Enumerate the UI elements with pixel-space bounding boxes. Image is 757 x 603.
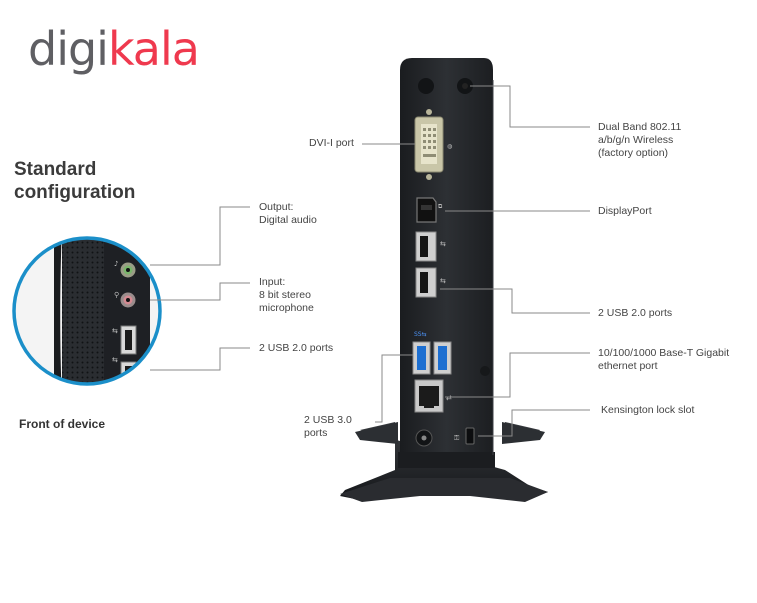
audio-out-jack — [120, 262, 136, 278]
mic-in-jack — [120, 292, 136, 308]
ethernet-label-line-1: 10/100/1000 Base-T Gigabit — [598, 347, 730, 359]
label-kensington: Kensington lock slot — [601, 404, 694, 417]
svg-text:◍: ◍ — [447, 143, 452, 150]
usb3-label-line-2: ports — [304, 427, 328, 439]
front-usb-port-1 — [120, 325, 137, 355]
svg-text:⇆: ⇆ — [440, 277, 446, 285]
side-screw — [480, 366, 490, 376]
svg-text:⧉: ⧉ — [438, 203, 443, 210]
svg-text:♪: ♪ — [114, 260, 118, 268]
label-displayport: DisplayPort — [598, 205, 652, 218]
wireless-antenna-connectors — [418, 78, 473, 94]
label-rear-usb2: 2 USB 2.0 ports — [598, 307, 672, 320]
input-label-line-2: 8 bit stereo — [259, 289, 311, 301]
output-label-line-1: Output: — [259, 201, 294, 213]
front-usb2-label-text: 2 USB 2.0 ports — [259, 342, 334, 354]
input-label-line-1: Input: — [259, 276, 286, 288]
ethernet-port: ⇄ — [414, 379, 452, 413]
kensington-lock-slot: ⚿ — [454, 427, 475, 445]
label-dvi-port: DVI-I port — [309, 137, 354, 150]
front-of-device-caption: Front of device — [19, 417, 106, 431]
dvi-label-text: DVI-I port — [309, 137, 354, 149]
kensington-label-text: Kensington lock slot — [601, 404, 695, 416]
logo-part-kala: kala — [107, 22, 200, 76]
rear-leader-lines — [362, 85, 590, 437]
front-leader-lines — [150, 206, 250, 371]
label-output-digital-audio: Output: Digital audio — [259, 201, 317, 227]
rear-usb2-label-text: 2 USB 2.0 ports — [598, 307, 673, 319]
ethernet-label-line-2: ethernet port — [598, 360, 658, 372]
label-wireless: Dual Band 802.11 a/b/g/n Wireless (facto… — [598, 121, 681, 160]
rear-usb3-port-1 — [412, 341, 431, 375]
rear-usb2-port-2 — [415, 267, 437, 298]
label-front-usb2: 2 USB 2.0 ports — [259, 342, 333, 355]
dvi-port: ◍ — [414, 109, 452, 180]
wireless-label-line-3: (factory option) — [598, 147, 669, 159]
rear-usb3-port-2 — [433, 341, 452, 375]
label-input-microphone: Input: 8 bit stereo microphone — [259, 276, 314, 315]
heading-line-1: Standard — [14, 159, 97, 180]
rear-usb2-port-1 — [415, 231, 437, 262]
svg-text:⇄: ⇄ — [446, 394, 452, 402]
label-usb3: 2 USB 3.0 ports — [304, 414, 352, 440]
heading-line-2: configuration — [14, 182, 136, 203]
svg-text:⇆: ⇆ — [112, 327, 118, 335]
digikala-logo[interactable]: digikala — [28, 22, 200, 76]
usb3-label-line-1: 2 USB 3.0 — [304, 414, 352, 426]
svg-text:⇆: ⇆ — [112, 356, 118, 364]
displayport-connector: ⧉ — [416, 197, 443, 223]
displayport-label-text: DisplayPort — [598, 205, 652, 217]
svg-text:⇆: ⇆ — [440, 240, 446, 248]
front-callout: ♪ ⚲ ⇆ ⇆ — [12, 236, 162, 386]
section-heading: Standard configuration — [14, 158, 184, 204]
input-label-line-3: microphone — [259, 302, 314, 314]
wireless-label-line-2: a/b/g/n Wireless — [598, 134, 674, 146]
logo-part-digi: digi — [28, 22, 109, 76]
power-jack — [415, 429, 433, 447]
device-body-rear — [398, 58, 495, 468]
svg-text:SS⇆: SS⇆ — [414, 331, 427, 338]
label-ethernet: 10/100/1000 Base-T Gigabit ethernet port — [598, 347, 729, 373]
wireless-label-line-1: Dual Band 802.11 — [598, 121, 682, 133]
svg-text:⚲: ⚲ — [114, 291, 119, 299]
svg-text:⚿: ⚿ — [454, 434, 460, 442]
output-label-line-2: Digital audio — [259, 214, 317, 226]
